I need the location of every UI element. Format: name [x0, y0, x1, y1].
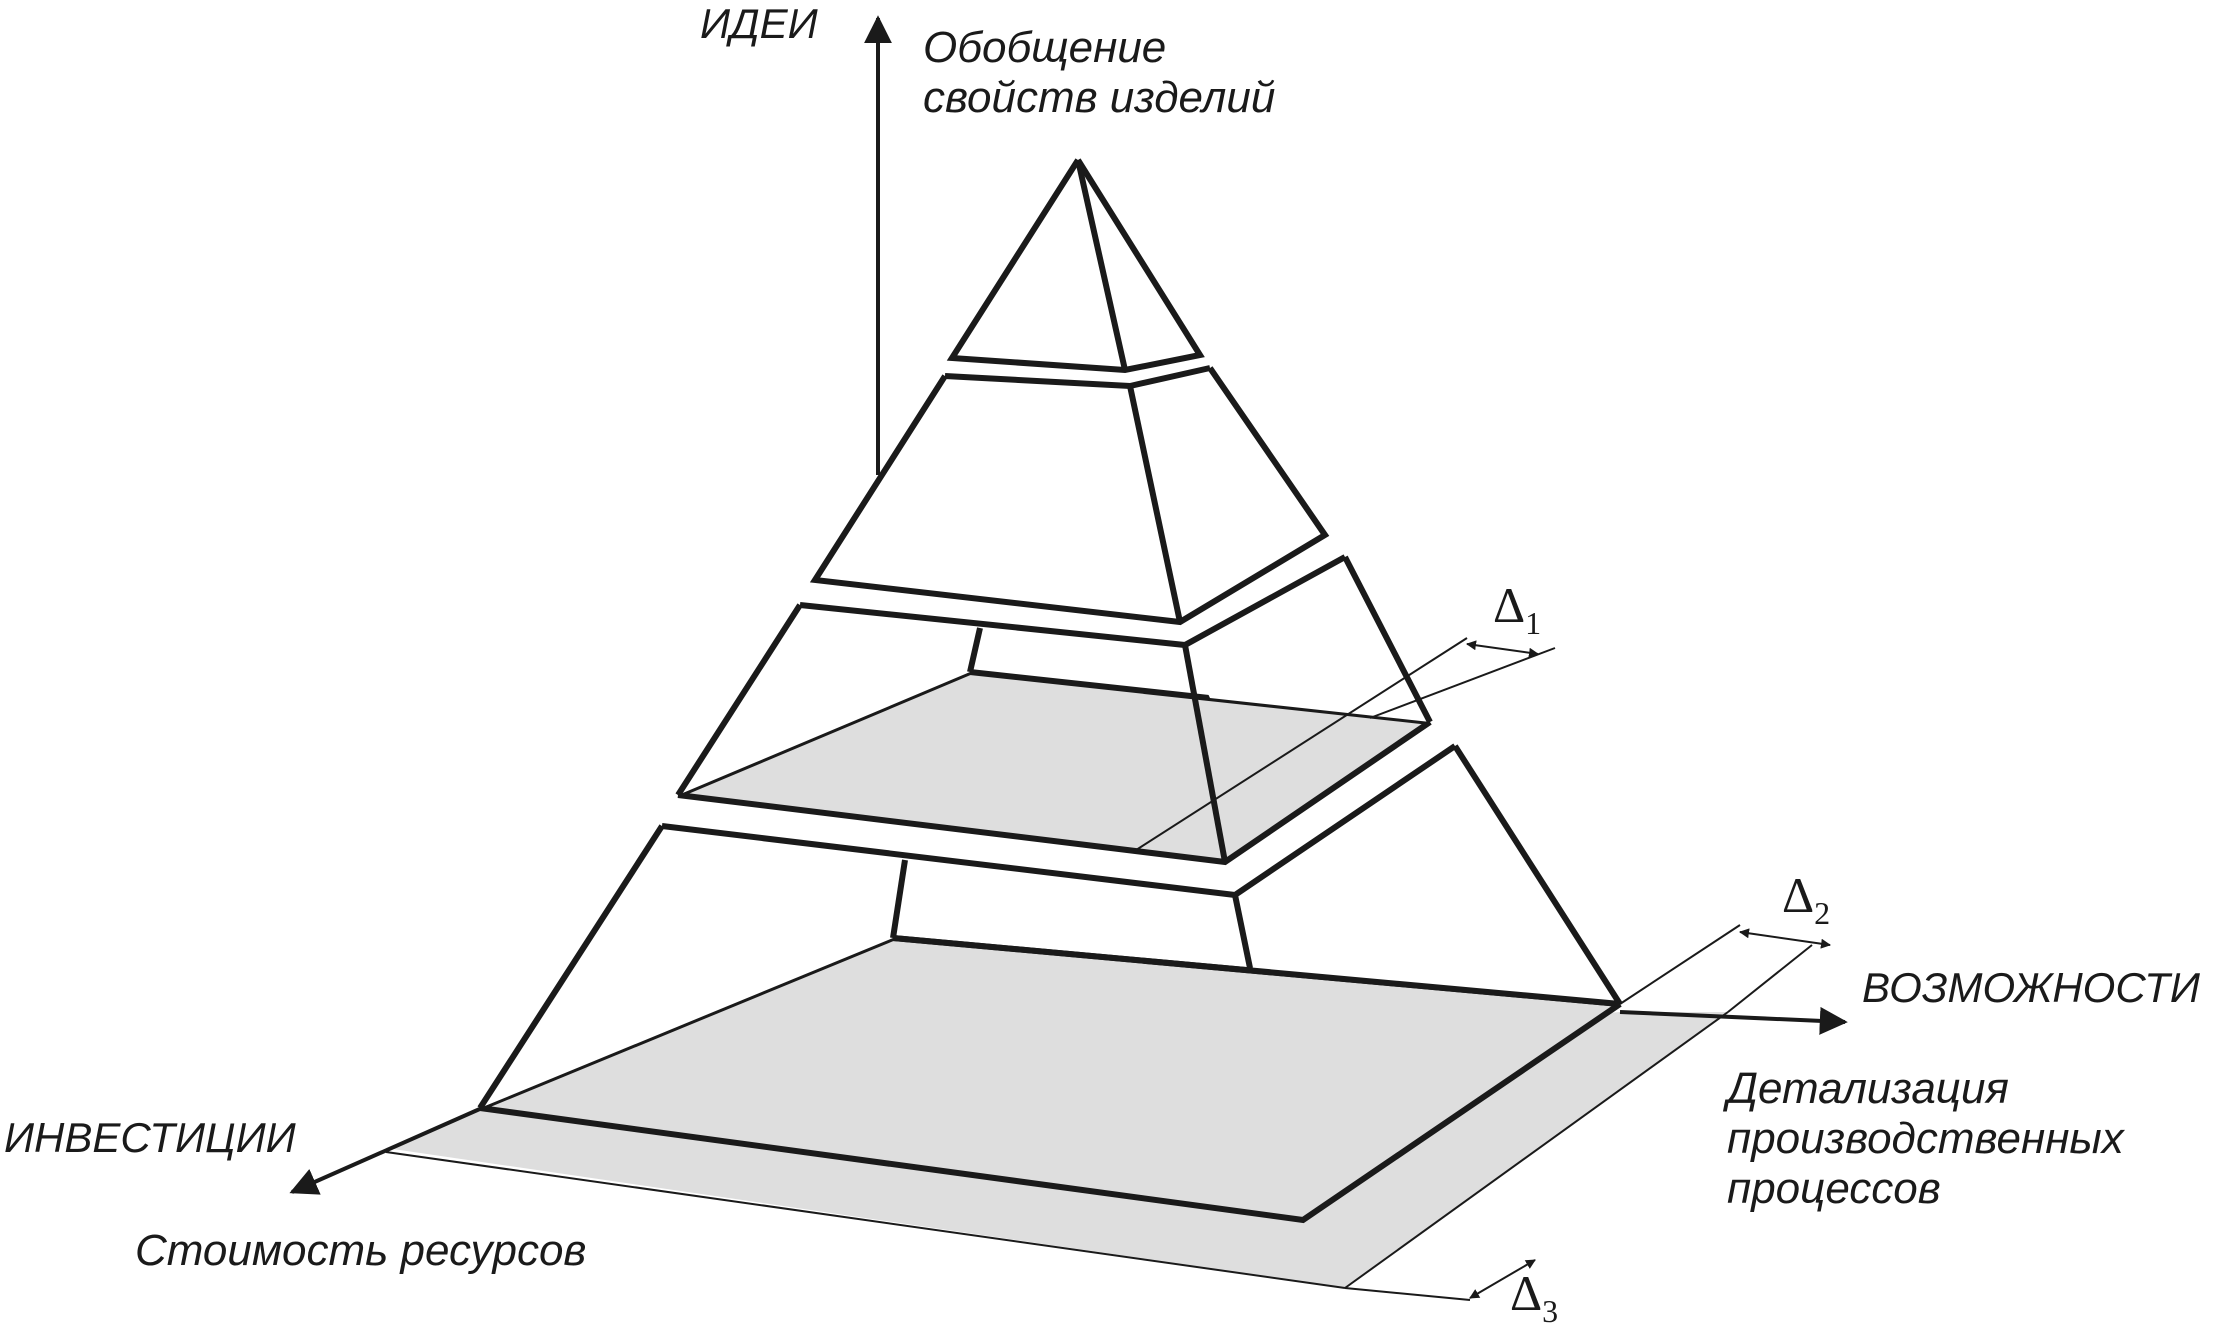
generalization-label: Обобщение свойств изделий — [923, 23, 1275, 122]
opportunities-axis — [1619, 1006, 1848, 1035]
delta-2-label: Δ2 — [1782, 867, 1830, 931]
resource-cost-label: Стоимость ресурсов — [135, 1226, 586, 1275]
ideas-axis-label: ИДЕИ — [700, 0, 819, 47]
detailing-label: Детализация производственных процессов — [1722, 1064, 2136, 1213]
delta-1-marker: Δ1 — [1132, 577, 1556, 853]
pyramid-tier-upper — [809, 365, 1330, 626]
delta-3-marker: Δ3 — [1344, 1259, 1558, 1329]
delta-3-label: Δ3 — [1510, 1265, 1558, 1329]
pyramid-tier-middle — [675, 554, 1433, 866]
axes — [289, 15, 1848, 1195]
delta-2-marker: Δ2 — [1619, 867, 1831, 1013]
pyramid-tier-base — [477, 743, 1623, 1224]
delta-1-label: Δ1 — [1493, 577, 1541, 641]
delta-1-arrow — [1466, 640, 1539, 658]
pyramid-tier-top — [946, 158, 1205, 374]
delta-2-arrow — [1739, 928, 1831, 949]
investments-axis-label: ИНВЕСТИЦИИ — [4, 1114, 297, 1161]
opportunities-axis-label: ВОЗМОЖНОСТИ — [1862, 964, 2201, 1011]
delta-3-arrow — [1469, 1259, 1536, 1299]
investments-axis — [289, 1106, 483, 1195]
